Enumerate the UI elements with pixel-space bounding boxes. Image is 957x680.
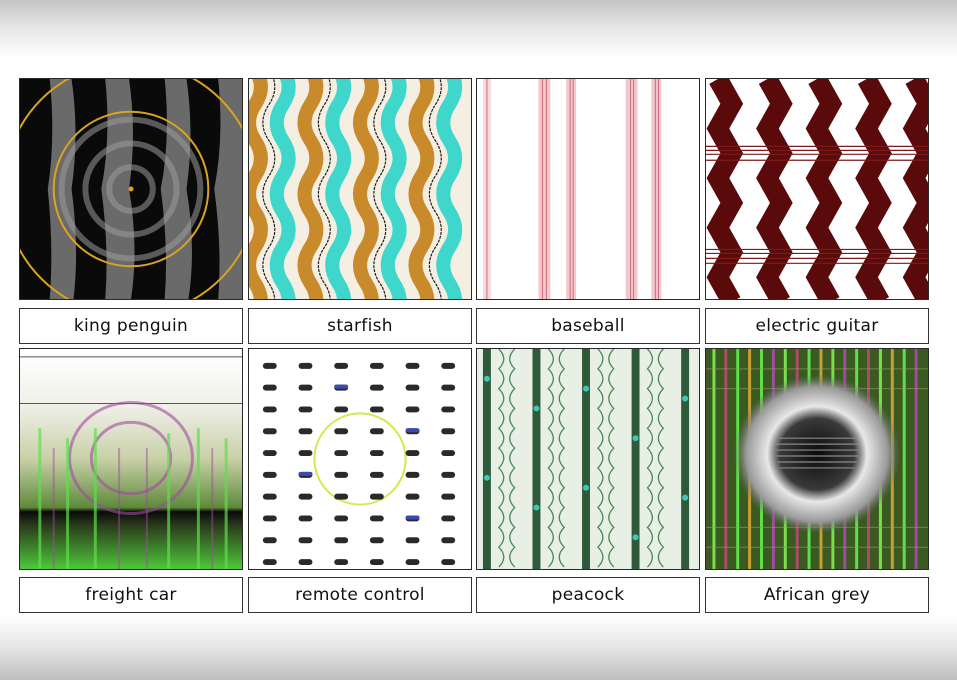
starfish-image[interactable] bbox=[248, 78, 472, 300]
electric-guitar-pattern-icon bbox=[706, 79, 928, 299]
remote-control-pattern-icon bbox=[249, 349, 471, 569]
starfish-pattern-icon bbox=[249, 79, 471, 299]
label-electric-guitar: electric guitar bbox=[705, 308, 929, 344]
baseball-pattern-icon bbox=[477, 79, 699, 299]
baseball-image[interactable] bbox=[476, 78, 700, 300]
peacock-pattern-icon bbox=[477, 349, 699, 569]
label-african-grey: African grey bbox=[705, 577, 929, 613]
freight-car-image[interactable] bbox=[19, 348, 243, 570]
label-freight-car: freight car bbox=[19, 577, 243, 613]
king-penguin-pattern-icon bbox=[20, 79, 242, 299]
peacock-image[interactable] bbox=[476, 348, 700, 570]
label-baseball: baseball bbox=[476, 308, 700, 344]
remote-control-image[interactable] bbox=[248, 348, 472, 570]
freight-car-pattern-icon bbox=[20, 349, 242, 569]
label-starfish: starfish bbox=[248, 308, 472, 344]
african-grey-image[interactable] bbox=[705, 348, 929, 570]
electric-guitar-image[interactable] bbox=[705, 78, 929, 300]
label-peacock: peacock bbox=[476, 577, 700, 613]
african-grey-pattern-icon bbox=[706, 349, 928, 569]
label-remote-control: remote control bbox=[248, 577, 472, 613]
king-penguin-image[interactable] bbox=[19, 78, 243, 300]
label-king-penguin: king penguin bbox=[19, 308, 243, 344]
